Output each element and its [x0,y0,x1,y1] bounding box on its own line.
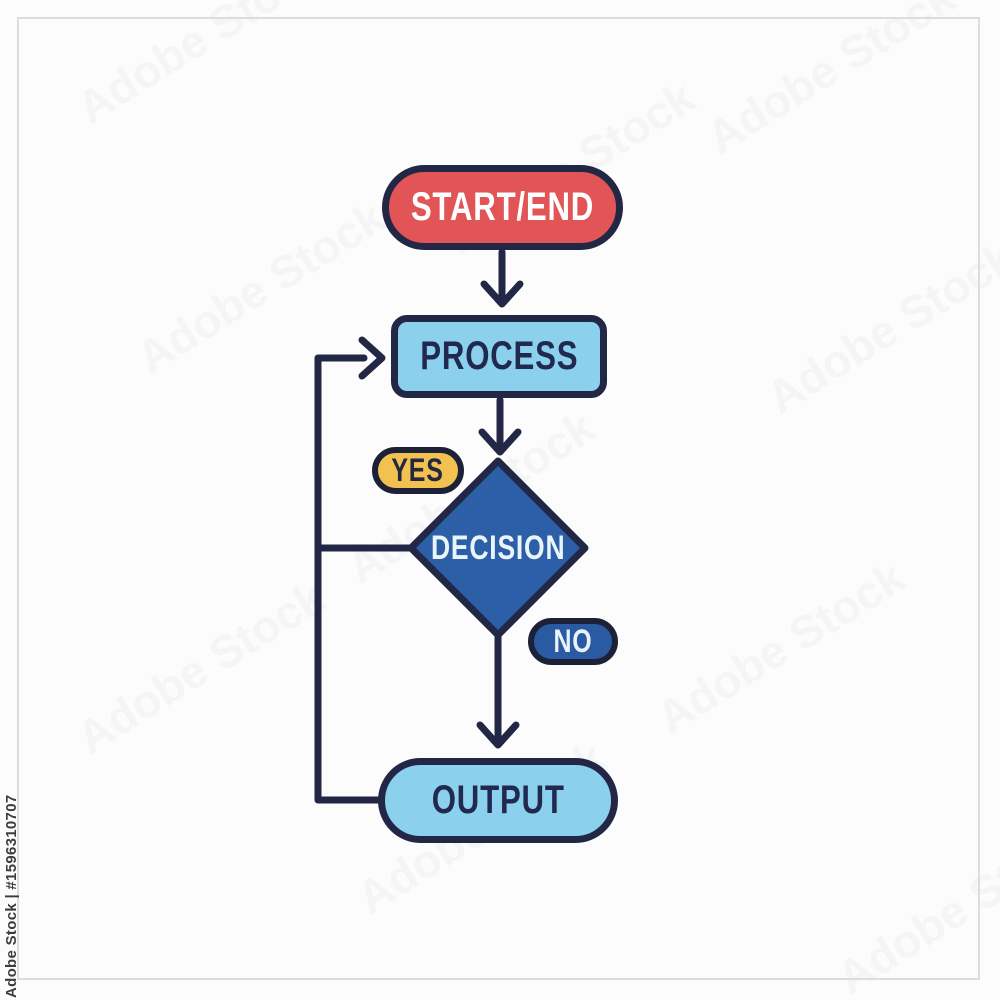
arrowhead-down-icon [480,280,524,308]
node-process-label: PROCESS [419,334,579,378]
branch-label-yes: YES [372,447,464,494]
arrowhead-right-icon [358,336,386,380]
adobe-stock-credit: Adobe Stock | #1596310707 [3,794,20,998]
node-output: OUTPUT [378,758,618,843]
node-start-end: START/END [382,165,623,250]
node-process: PROCESS [391,315,607,398]
node-output-label: OUTPUT [431,778,565,822]
arrowhead-down-icon [478,428,522,456]
node-decision-diamond [407,457,589,639]
arrowhead-down-icon [476,721,520,749]
branch-label-yes-text: YES [391,452,445,488]
branch-label-no: NO [528,618,618,665]
node-decision-label: DECISION [430,528,566,567]
node-decision: DECISION [418,528,578,568]
edge-loop-back-rail [314,354,382,804]
branch-label-no-text: NO [553,623,593,659]
node-start-end-label: START/END [410,185,595,229]
